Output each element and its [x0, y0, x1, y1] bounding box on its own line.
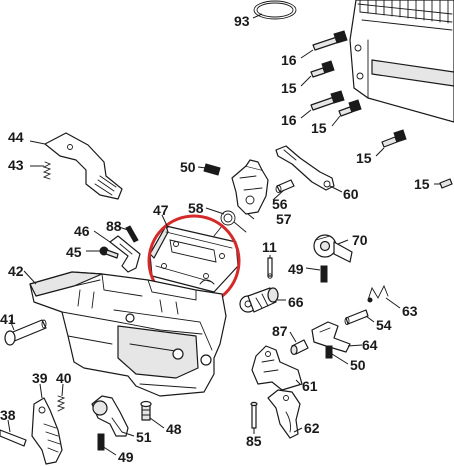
callout-38: 38 — [0, 407, 16, 423]
part-63-spring — [367, 284, 389, 303]
part-50-pin-top — [203, 163, 221, 176]
callout-15: 15 — [356, 150, 372, 166]
part-62-trigger — [267, 389, 301, 439]
callout-54: 54 — [376, 317, 392, 333]
callout-61: 61 — [302, 378, 318, 394]
screw-15-a — [310, 60, 335, 78]
callout-85: 85 — [246, 433, 262, 449]
callout-45: 45 — [66, 244, 82, 260]
callout-16: 16 — [281, 52, 297, 68]
part-41-pin — [4, 319, 47, 346]
part-58-spring — [213, 210, 247, 237]
part-87-pin — [290, 339, 309, 356]
callout-47: 47 — [153, 202, 169, 218]
callout-16: 16 — [281, 112, 297, 128]
part-60-arm — [275, 145, 335, 191]
part-66-bushing — [239, 287, 279, 313]
callout-58: 58 — [188, 200, 204, 216]
callout-66: 66 — [288, 294, 304, 310]
part-61-trigger-bar — [251, 345, 303, 391]
screw-16-b — [310, 90, 345, 111]
callout-43: 43 — [8, 157, 24, 173]
part-38-pin — [0, 429, 27, 447]
part-56-pin — [275, 179, 295, 193]
callout-15: 15 — [281, 80, 297, 96]
part-11-pin — [267, 257, 273, 279]
part-49-spring-top — [320, 265, 328, 283]
screw-15-b — [338, 99, 362, 117]
callout-15: 15 — [414, 176, 430, 192]
callout-48: 48 — [166, 421, 182, 437]
callout-70: 70 — [352, 232, 368, 248]
part-48-plunger — [140, 400, 152, 421]
callout-labels: 93 16 15 16 15 15 15 44 43 50 60 56 58 4… — [0, 13, 430, 465]
callout-44: 44 — [8, 129, 24, 145]
callout-51: 51 — [136, 429, 152, 445]
callout-49: 49 — [118, 449, 134, 465]
callout-46: 46 — [74, 223, 90, 239]
part-49-spring-bottom — [97, 433, 105, 451]
callout-60: 60 — [343, 186, 359, 202]
part-64-disconnector — [311, 321, 351, 353]
part-45-screw — [99, 246, 119, 259]
screw-15-d — [439, 178, 453, 189]
part-85-pin — [250, 401, 258, 429]
part-39-catch — [31, 397, 63, 465]
part-46-link — [109, 235, 141, 273]
callout-93: 93 — [234, 13, 250, 29]
part-47-housing-plate — [149, 225, 239, 293]
callout-50: 50 — [180, 159, 196, 175]
part-93-o-ring — [253, 0, 297, 20]
part-54-pin — [344, 309, 369, 325]
callout-15: 15 — [311, 120, 327, 136]
callout-57: 57 — [276, 211, 292, 227]
part-88-pin — [125, 225, 139, 243]
part-70-safety — [313, 234, 353, 263]
part-57-hammer — [231, 159, 269, 215]
part-40-spring — [56, 395, 66, 412]
screw-15-c — [381, 129, 407, 148]
callout-41: 41 — [0, 311, 16, 327]
callout-11: 11 — [262, 239, 277, 255]
leader-lines — [7, 13, 440, 456]
callout-49: 49 — [288, 261, 304, 277]
upper-receiver — [349, 0, 454, 123]
callout-87: 87 — [272, 323, 288, 339]
callout-50: 50 — [350, 357, 366, 373]
callout-88: 88 — [106, 218, 122, 234]
callout-56: 56 — [272, 196, 288, 212]
part-44-lever — [44, 132, 123, 200]
callout-39: 39 — [32, 370, 48, 386]
callout-62: 62 — [304, 420, 320, 436]
callout-64: 64 — [362, 337, 378, 353]
part-43-spring — [42, 161, 52, 180]
callout-42: 42 — [8, 263, 24, 279]
callout-40: 40 — [56, 370, 72, 386]
part-50-pin-lower — [325, 345, 333, 359]
screw-16-top — [312, 30, 348, 51]
callout-63: 63 — [402, 303, 418, 319]
part-42-frame — [29, 271, 227, 397]
part-51-slide-stop — [91, 395, 129, 437]
